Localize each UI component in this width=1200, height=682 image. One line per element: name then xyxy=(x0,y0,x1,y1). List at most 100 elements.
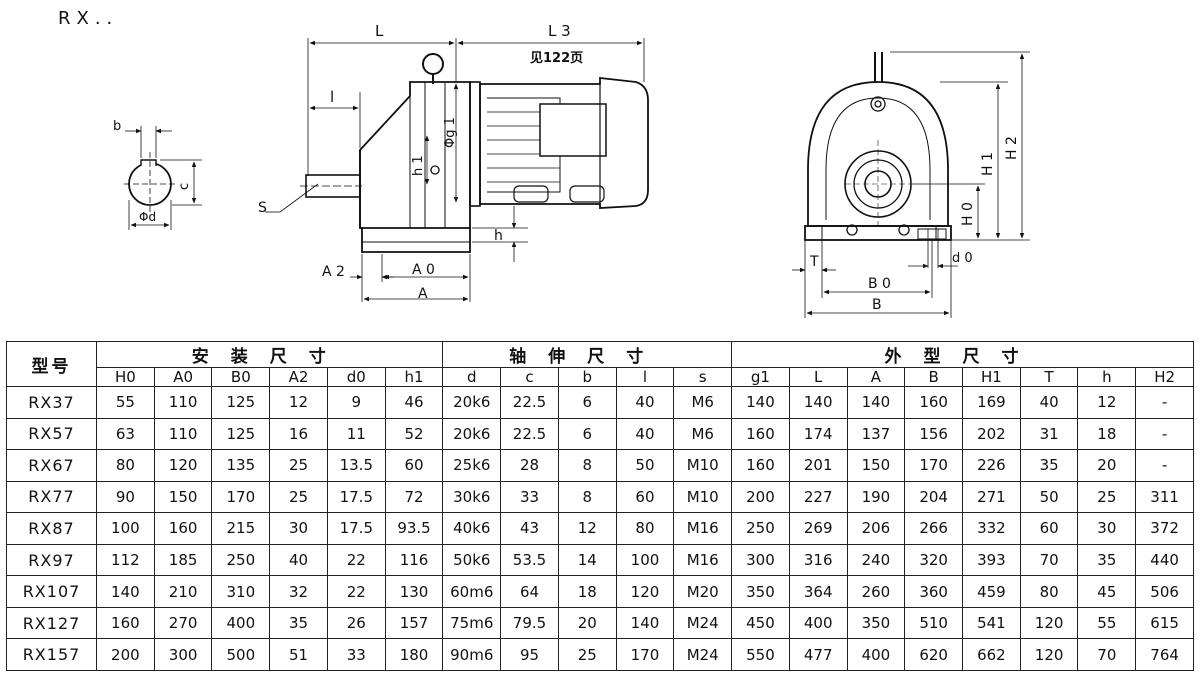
table-cell: 9 xyxy=(326,386,386,419)
table-cell: 20 xyxy=(557,606,617,640)
table-cell: 269 xyxy=(788,512,848,545)
table-cell: 55 xyxy=(96,386,155,419)
column-header: c xyxy=(500,367,559,387)
table-cell: 30 xyxy=(1077,512,1137,545)
table-cell: 201 xyxy=(788,449,848,482)
table-cell: M16 xyxy=(673,512,733,545)
table-cell: 120 xyxy=(1019,638,1079,671)
table-cell: 50 xyxy=(615,449,675,482)
table-cell: 30 xyxy=(269,512,328,545)
table-cell: M6 xyxy=(673,386,733,419)
table-cell: 156 xyxy=(904,417,964,451)
table-cell: 140 xyxy=(96,575,155,608)
table-cell: 6 xyxy=(557,386,617,419)
table-cell: 93.5 xyxy=(384,512,444,545)
table-cell: 240 xyxy=(846,543,906,577)
label-h1: h 1 xyxy=(411,155,426,176)
table-cell: 70 xyxy=(1077,638,1137,671)
table-cell: M24 xyxy=(673,606,733,640)
table-cell: 310 xyxy=(211,575,271,608)
label-H0: H 0 xyxy=(960,202,976,226)
table-cell: 40k6 xyxy=(442,512,502,545)
table-cell: M10 xyxy=(673,449,733,482)
label-H1: H 1 xyxy=(980,152,996,176)
model-cell: RX157 xyxy=(6,638,97,671)
table-cell: 160 xyxy=(731,417,790,451)
table-cell: 150 xyxy=(153,480,213,514)
table-cell: 250 xyxy=(731,512,790,545)
table-cell: 125 xyxy=(211,417,271,451)
label-A: A xyxy=(418,286,428,302)
label-l: l xyxy=(330,88,334,106)
table-cell: 300 xyxy=(153,638,213,671)
table-cell: 169 xyxy=(962,386,1021,419)
column-header: H0 xyxy=(96,367,155,387)
table-cell: 160 xyxy=(153,512,213,545)
table-cell: 250 xyxy=(211,543,271,577)
column-header: g1 xyxy=(731,367,790,387)
table-cell: 40 xyxy=(269,543,328,577)
table-cell: 140 xyxy=(731,386,790,419)
table-cell: 55 xyxy=(1077,606,1137,640)
table-cell: 200 xyxy=(731,480,790,514)
table-cell: 60m6 xyxy=(442,575,502,608)
table-cell: 60 xyxy=(1019,512,1079,545)
table-cell: 17.5 xyxy=(326,512,386,545)
table-cell: 53.5 xyxy=(500,543,559,577)
table-cell: 120 xyxy=(615,575,675,608)
table-cell: 364 xyxy=(788,575,848,608)
table-cell: 32 xyxy=(269,575,328,608)
table-cell: 477 xyxy=(788,638,848,671)
table-cell: 204 xyxy=(904,480,964,514)
table-cell: 332 xyxy=(962,512,1021,545)
table-cell: M20 xyxy=(673,575,733,608)
table-cell: 170 xyxy=(904,449,964,482)
table-cell: - xyxy=(1135,417,1194,451)
table-cell: 33 xyxy=(326,638,386,671)
table-cell: 110 xyxy=(153,417,213,451)
table-cell: 170 xyxy=(615,638,675,671)
table-cell: 615 xyxy=(1135,606,1194,640)
table-cell: 20k6 xyxy=(442,386,502,419)
label-d0: d 0 xyxy=(952,251,973,266)
model-cell: RX77 xyxy=(6,480,97,514)
table-cell: 125 xyxy=(211,386,271,419)
table-cell: 6 xyxy=(557,417,617,451)
table-cell: 51 xyxy=(269,638,328,671)
table-cell: 150 xyxy=(846,449,906,482)
table-cell: 135 xyxy=(211,449,271,482)
table-cell: 137 xyxy=(846,417,906,451)
table-cell: 160 xyxy=(96,606,155,640)
table-cell: 90 xyxy=(96,480,155,514)
table-cell: 350 xyxy=(731,575,790,608)
table-cell: 174 xyxy=(788,417,848,451)
group-outline-header: 外型尺寸 xyxy=(731,341,1194,368)
table-cell: 11 xyxy=(326,417,386,451)
table-cell: 300 xyxy=(731,543,790,577)
table-cell: 79.5 xyxy=(500,606,559,640)
label-B0: B 0 xyxy=(868,276,891,292)
table-cell: 18 xyxy=(557,575,617,608)
table-cell: 157 xyxy=(384,606,444,640)
label-page-ref: 见122页 xyxy=(530,51,583,66)
table-cell: 226 xyxy=(962,449,1021,482)
label-phi-g1: Φg 1 xyxy=(443,117,458,148)
table-cell: M16 xyxy=(673,543,733,577)
column-header: A xyxy=(846,367,906,387)
table-cell: 270 xyxy=(153,606,213,640)
table-cell: 260 xyxy=(846,575,906,608)
label-c: c xyxy=(177,183,192,190)
shaft-section-view xyxy=(124,126,202,230)
table-cell: 43 xyxy=(500,512,559,545)
column-header: h1 xyxy=(384,367,444,387)
table-cell: 52 xyxy=(384,417,444,451)
table-cell: 30k6 xyxy=(442,480,502,514)
table-cell: 35 xyxy=(1019,449,1079,482)
table-cell: 80 xyxy=(96,449,155,482)
model-cell: RX87 xyxy=(6,512,97,545)
table-cell: 206 xyxy=(846,512,906,545)
